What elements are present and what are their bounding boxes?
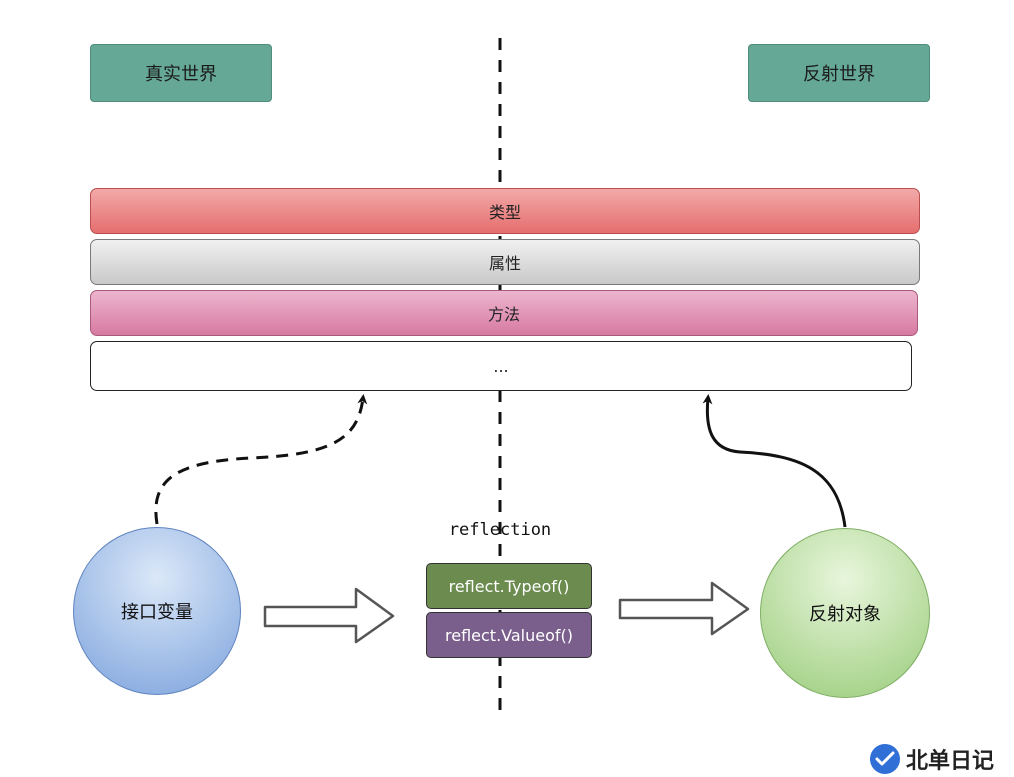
reflect-world-label: 反射世界 xyxy=(803,64,875,85)
real-world-label: 真实世界 xyxy=(145,64,217,85)
block-arrow-right xyxy=(618,581,750,636)
reflect-world-tag: 反射世界 xyxy=(748,44,930,102)
attribute-layer-label: 属性 xyxy=(488,254,521,273)
real-world-tag: 真实世界 xyxy=(90,44,272,102)
interface-variable-node: 接口变量 xyxy=(73,527,241,695)
block-arrow-left xyxy=(263,587,395,644)
reflect-valueof-box: reflect.Valueof() xyxy=(426,612,592,658)
more-layer: ... xyxy=(90,341,912,391)
more-layer-label: ... xyxy=(493,356,509,376)
attribute-layer: 属性 xyxy=(90,239,920,285)
type-layer: 类型 xyxy=(90,188,920,234)
interface-variable-label: 接口变量 xyxy=(121,602,193,623)
interface-to-layers-arrow xyxy=(154,394,368,525)
reflect-object-label: 反射对象 xyxy=(809,604,881,625)
reflect-typeof-label: reflect.Typeof() xyxy=(448,576,570,596)
reflect-object-node: 反射对象 xyxy=(760,528,930,698)
reflect-object-to-layers-arrow xyxy=(702,394,847,528)
watermark: 北单日记 xyxy=(870,741,994,777)
wechat-logo-icon xyxy=(870,744,900,774)
reflect-valueof-label: reflect.Valueof() xyxy=(445,625,573,645)
reflection-caption: reflection xyxy=(448,520,552,540)
reflect-typeof-box: reflect.Typeof() xyxy=(426,563,592,609)
method-layer-label: 方法 xyxy=(487,305,520,324)
type-layer-label: 类型 xyxy=(488,203,521,222)
method-layer: 方法 xyxy=(90,290,918,336)
watermark-text: 北单日记 xyxy=(906,749,995,774)
